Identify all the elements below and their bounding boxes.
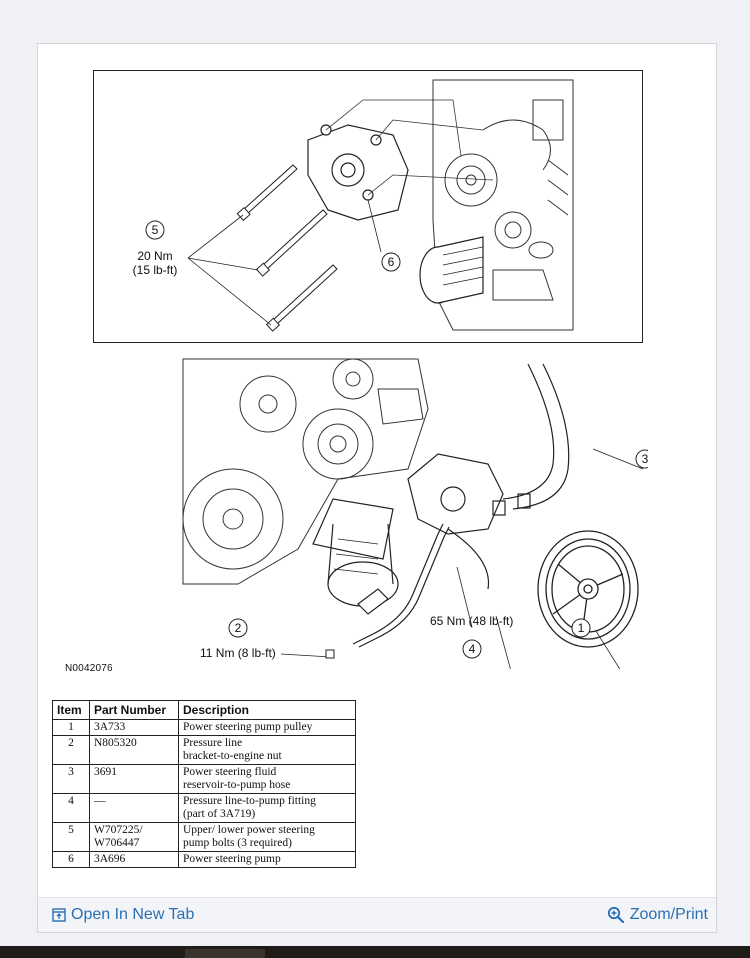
cell-part: 3691: [89, 764, 179, 794]
desc-line: Power steering pump pulley: [183, 721, 313, 733]
torque-5-nm: 20 Nm: [137, 249, 172, 263]
taskbar: [0, 946, 750, 958]
part-line: W707225/: [94, 824, 143, 836]
figure-card: 5 20 Nm (15 lb-ft) 6: [37, 43, 717, 933]
desc-line: Pressure line: [183, 737, 243, 749]
cell-item: 5: [52, 822, 90, 852]
pump-bolts-diagram: 5 20 Nm (15 lb-ft) 6: [93, 70, 643, 343]
zoom-print-link[interactable]: Zoom/Print: [607, 906, 708, 924]
desc-line: Power steering fluid: [183, 766, 277, 778]
table-row: 1 3A733 Power steering pump pulley: [52, 719, 356, 736]
desc-line: reservoir-to-pump hose: [183, 779, 291, 791]
cell-item: 1: [52, 719, 90, 736]
open-in-new-tab-icon: [52, 908, 66, 922]
cell-part: W707225/W706447: [89, 822, 179, 852]
action-bar: Open In New Tab Zoom/Print: [38, 897, 716, 932]
desc-line: bracket-to-engine nut: [183, 750, 282, 762]
header-part-number: Part Number: [89, 700, 179, 720]
table-row: 5 W707225/W706447 Upper/ lower power ste…: [52, 822, 356, 852]
callout-3: 3: [642, 452, 648, 466]
desc-line: Upper/ lower power steering: [183, 824, 315, 836]
header-item: Item: [52, 700, 90, 720]
table-row: 6 3A696 Power steering pump: [52, 851, 356, 868]
open-in-new-tab-label: Open In New Tab: [71, 906, 195, 923]
table-header-row: Item Part Number Description: [52, 700, 356, 720]
desc-line: (part of 3A719): [183, 808, 256, 820]
callout-5: 5: [152, 223, 159, 237]
cell-part: 3A733: [89, 719, 179, 736]
cell-desc: Pressure line-to-pump fitting(part of 3A…: [178, 793, 356, 823]
cell-item: 4: [52, 793, 90, 823]
callout-6: 6: [388, 255, 395, 269]
cell-desc: Power steering pump pulley: [178, 719, 356, 736]
figure-id: N0042076: [65, 663, 113, 674]
magnifier-plus-icon: [607, 906, 624, 924]
table-row: 4 — Pressure line-to-pump fitting(part o…: [52, 793, 356, 823]
cell-item: 3: [52, 764, 90, 794]
cell-item: 6: [52, 851, 90, 868]
taskbar-item[interactable]: [185, 949, 265, 958]
part-line: W706447: [94, 837, 140, 849]
zoom-print-label: Zoom/Print: [629, 906, 708, 923]
cell-desc: Power steering pump: [178, 851, 356, 868]
pulley-lines-diagram: 3: [182, 358, 648, 669]
cell-item: 2: [52, 735, 90, 765]
header-description: Description: [178, 700, 356, 720]
open-in-new-tab-link[interactable]: Open In New Tab: [52, 906, 194, 924]
cell-part: —: [89, 793, 179, 823]
torque-5-lbft: (15 lb-ft): [133, 263, 178, 277]
cell-part: 3A696: [89, 851, 179, 868]
desc-line: Pressure line-to-pump fitting: [183, 795, 316, 807]
desc-line: pump bolts (3 required): [183, 837, 292, 849]
cell-part: N805320: [89, 735, 179, 765]
parts-table: Item Part Number Description 1 3A733 Pow…: [52, 700, 356, 868]
desc-line: Power steering pump: [183, 853, 281, 865]
